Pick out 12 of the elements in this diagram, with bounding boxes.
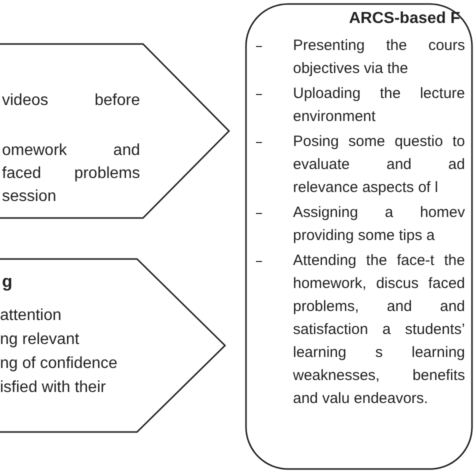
list-item: Uploading the lecture environment: [293, 84, 465, 127]
list-item: ng of confidence: [0, 354, 118, 374]
heading: g: [2, 271, 14, 293]
list-item: Assigning a homev providing some tips a: [293, 203, 465, 246]
list-item: Attending the face-t the homework, discus faced problems, and and satisfaction a students’ learning s learning weaknesses, benefits and valu endeavors.: [293, 251, 465, 409]
list-item: Presenting the cours objectives via the: [293, 36, 465, 79]
list-item: Posing some questio to evaluate and ad relevance aspects of l: [293, 132, 465, 198]
list-item: omework and faced problems session: [2, 141, 140, 207]
list-item: ng relevant: [0, 330, 80, 350]
list-item: videos before: [2, 91, 140, 111]
list-item: attention: [0, 306, 62, 326]
list-item: isfied with their: [0, 378, 107, 398]
